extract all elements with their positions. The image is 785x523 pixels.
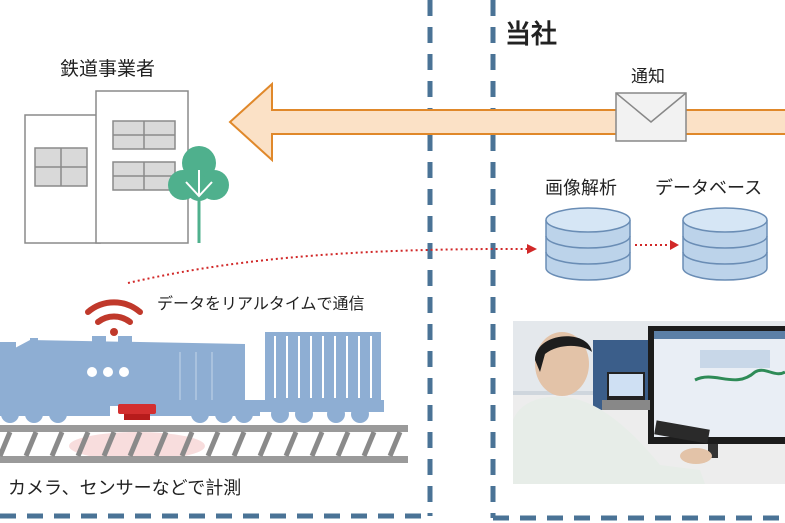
- right-panel-border: [490, 0, 785, 521]
- envelope-icon: [615, 92, 687, 142]
- locomotive: [0, 336, 260, 423]
- left-panel-border: [0, 0, 433, 519]
- office-photo: [513, 321, 785, 484]
- freight-car-slats: [274, 336, 372, 398]
- database-icon: [682, 207, 768, 281]
- rail-track: [0, 425, 408, 463]
- database-label: データベース: [655, 178, 763, 199]
- tree-icon: [168, 146, 229, 243]
- wireless-signal-icon: [85, 299, 143, 336]
- company-title: 当社: [505, 20, 558, 50]
- image-analysis-database-icon: [545, 207, 631, 281]
- notification-label: 通知: [631, 67, 665, 87]
- data-connection-line: [127, 247, 531, 284]
- image-analysis-label: 画像解析: [545, 178, 617, 199]
- notification-arrow: [228, 81, 785, 163]
- data-connection-arrowhead: [527, 244, 537, 254]
- sensor-device: [118, 404, 156, 420]
- freight-car: [258, 332, 384, 423]
- railway-operator-label: 鉄道事業者: [60, 58, 156, 80]
- building-icon: [24, 90, 189, 244]
- database-link-arrowhead: [670, 240, 679, 250]
- data-transfer-label: データをリアルタイムで通信: [157, 294, 365, 313]
- measurement-label: カメラ、センサーなどで計測: [8, 478, 242, 499]
